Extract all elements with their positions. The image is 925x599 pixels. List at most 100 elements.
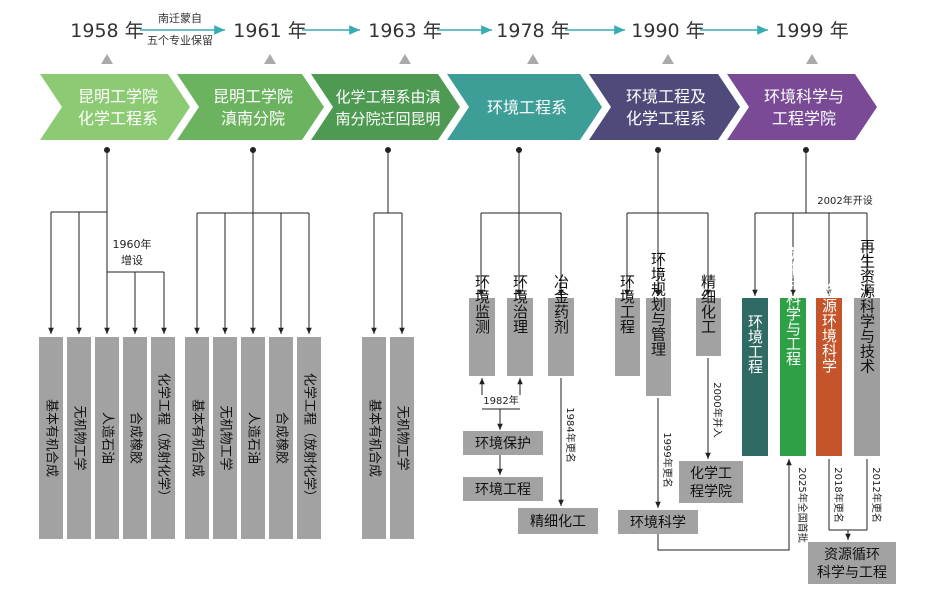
stage-chevron-1978 [447,74,602,140]
major-label: 合成橡胶 [274,412,290,464]
box-resource-recycling [808,542,896,584]
majors-1961: 基本有机合成 无机物工学 人造石油 合成橡胶 化学工程（放射化学） [185,337,321,539]
majors-1999: 环境工程 碳中和科学与工程 资源环境科学 再生资源科学与技术 [742,239,880,456]
major-box [742,298,768,456]
major-box [95,337,119,539]
stage-1958-line1: 昆明工学院 [78,87,158,106]
group-1961 [194,147,312,334]
note-2012-rename: 2012年更名 [870,467,883,522]
major-box [507,298,533,376]
stage-1961-line2: 滇南分院 [221,109,285,128]
major-box [39,337,63,539]
majors-1978: 环境监测 环境治理 冶金药剂 [469,274,574,376]
group-1990 [624,147,792,551]
stage-chevron-1990 [589,74,740,140]
label-env-engineering-1982: 环境工程 [475,482,531,498]
major-label: 人造石油 [246,412,261,464]
major-label: 再生资源科学与技术 [858,239,876,374]
year-1990: 1990 年 [631,20,704,42]
major-label: 环境规划与管理 [649,252,667,357]
marker-triangle-6 [806,54,818,64]
stage-1990-line2: 化学工程系 [626,109,706,128]
marker-triangle-4 [527,54,539,64]
stage-1990-line1: 环境工程及 [626,87,706,106]
note-1984-rename: 1984年更名 [564,407,577,462]
year-1978: 1978 年 [496,20,569,42]
major-box [615,298,640,376]
marker-triangle-5 [662,54,674,64]
major-label: 环境工程 [746,314,764,374]
major-label: 基本有机合成 [190,399,205,477]
major-label: 基本有机合成 [367,399,382,477]
major-box [646,298,671,396]
label-env-protection: 环境保护 [475,436,531,452]
stage-chevron-1961 [177,74,324,140]
note-1960-added: 增设 [121,253,143,267]
timeline: 1958 年 1961 年 1963 年 1978 年 1990 年 1999 … [70,12,849,64]
stage-1961-line1: 昆明工学院 [213,87,293,106]
majors-1958: 基本有机合成 无机物工学 人造石油 合成橡胶 化学工程（放射化学） [39,337,175,539]
major-box [185,337,209,539]
label-env-science: 环境科学 [630,515,686,531]
major-label: 化学工程（放射化学） [156,373,172,503]
stage-1999-line2: 工程学院 [772,109,836,128]
major-box [213,337,237,539]
major-box [854,298,880,456]
label-fine-chemical: 精细化工 [530,514,586,530]
box-fine-chemical [518,508,598,534]
major-box [780,298,806,456]
major-label: 人造石油 [100,412,115,464]
marker-triangle-2 [264,54,276,64]
year-1961: 1961 年 [233,20,306,42]
major-box [362,337,386,539]
label-chem-college-line2: 程学院 [690,484,732,500]
major-label: 无机物工学 [395,405,411,470]
major-box [816,298,842,456]
group-1978 [478,147,564,506]
box-env-science [618,510,698,534]
major-label: 无机物工学 [72,405,88,470]
box-chem-college [679,461,743,503]
major-label: 环境工程 [618,274,636,334]
marker-triangle-3 [399,54,411,64]
stage-1978-line1: 环境工程系 [487,98,567,117]
major-label: 无机物工学 [218,405,234,470]
note-1999-rename: 1999年更名 [661,432,674,487]
box-env-protection [463,431,543,455]
major-label: 冶金药剂 [552,274,570,335]
major-label: 环境治理 [511,274,529,334]
stage-1963-line2: 南分院迁回昆明 [335,110,440,128]
major-label: 化学工程（放射化学） [302,373,318,503]
major-box [390,337,414,539]
note-1960-year: 1960年 [113,237,152,251]
note-2000-merge: 2000年并入 [711,382,724,437]
major-label: 环境监测 [473,274,491,334]
label-resource-recycling-line1: 资源循环 [824,547,880,563]
year-1958: 1958 年 [70,20,143,42]
note-southward-move: 南迁蒙自 [158,12,202,25]
stage-chevron-1999 [727,74,877,140]
note-five-majors-kept: 五个专业保留 [147,33,213,47]
major-label: 精细化工 [699,274,717,334]
major-label: 基本有机合成 [44,399,59,477]
note-1982: 1982年 [483,394,518,407]
group-1963 [371,147,405,334]
major-label: 资源环境科学 [820,283,838,373]
stage-1958-line2: 化学工程系 [78,109,158,128]
major-box [469,298,495,376]
major-box [151,337,175,539]
majors-1990: 环境工程 环境规划与管理 精细化工 [615,252,721,396]
note-2002-opened: 2002年开设 [817,194,872,207]
stage-1999-line1: 环境科学与 [764,87,844,106]
label-resource-recycling-line2: 科学与工程 [817,565,887,581]
marker-triangle-1 [101,54,113,64]
major-box [123,337,147,539]
stage-chevron-1963 [311,74,460,140]
stage-bar: 昆明工学院 化学工程系 昆明工学院 滇南分院 化学工程系由滇 南分院迁回昆明 环… [40,74,877,140]
group-1999 [752,147,870,540]
group-1958 [48,147,167,334]
box-env-engineering-1982 [463,477,543,501]
major-label: 合成橡胶 [128,412,144,464]
year-1963: 1963 年 [368,20,441,42]
